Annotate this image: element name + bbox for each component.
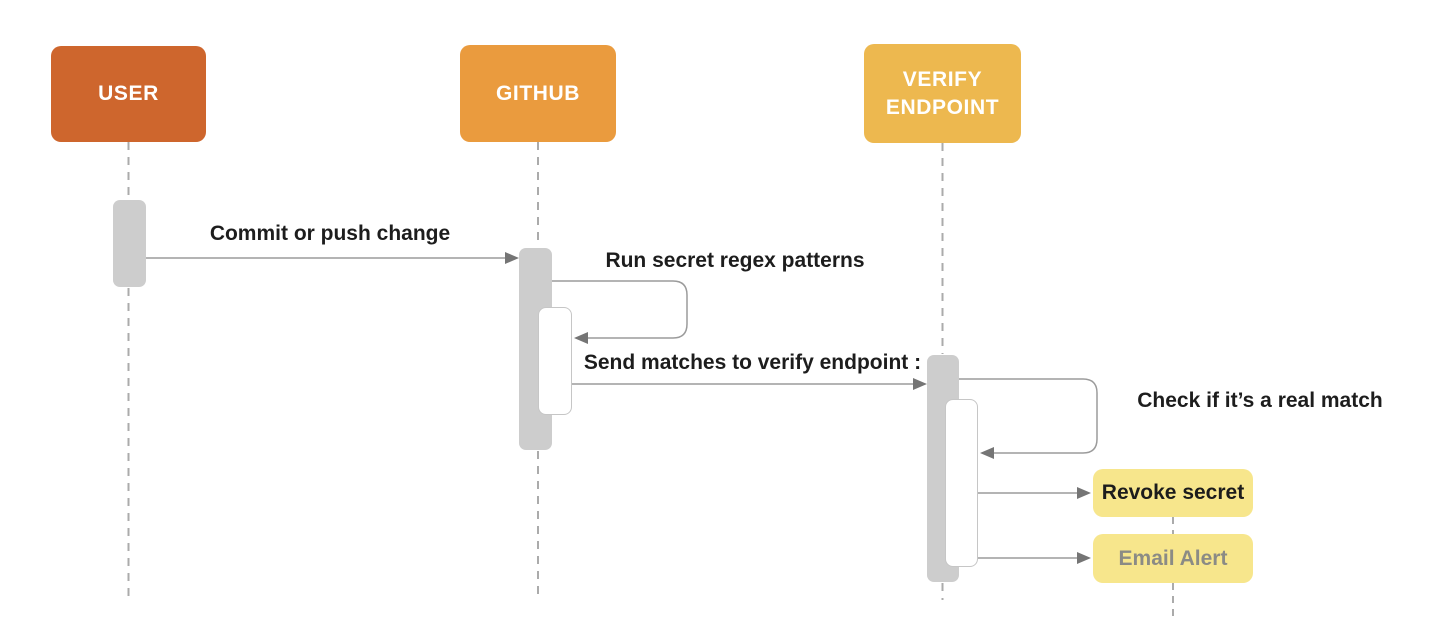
actor-verify-endpoint-box: VERIFY ENDPOINT (864, 44, 1021, 143)
actor-verify-endpoint-label: VERIFY ENDPOINT (885, 68, 1000, 119)
email-arrowhead (1077, 552, 1091, 564)
revoke-secret-note: Revoke secret (1093, 469, 1253, 517)
run-regex-message-label: Run secret regex patterns (605, 249, 865, 272)
actor-user-box: USER (51, 46, 206, 142)
email-alert-note-label: Email Alert (1118, 546, 1228, 570)
verify-self-loop (959, 378, 1098, 454)
commit-message-label: Commit or push change (209, 222, 451, 245)
revoke-secret-note-label: Revoke secret (1101, 481, 1245, 504)
send-matches-message-label: Send matches to verify endpoint : (583, 351, 922, 374)
actor-github-box: GITHUB (460, 45, 616, 142)
email-alert-note: Email Alert (1093, 534, 1253, 583)
verify-nested-activation-bar (945, 399, 978, 567)
github-loop-arrowhead (574, 332, 588, 344)
actor-user-label: USER (98, 82, 159, 106)
github-self-loop (552, 280, 688, 339)
revoke-arrowhead (1077, 487, 1091, 499)
send-arrowhead (913, 378, 927, 390)
commit-arrowhead (505, 252, 519, 264)
verify-loop-arrowhead (980, 447, 994, 459)
check-match-message-label: Check if it’s a real match (1137, 389, 1383, 412)
actor-github-label: GITHUB (495, 81, 581, 105)
user-activation-bar (113, 200, 146, 287)
